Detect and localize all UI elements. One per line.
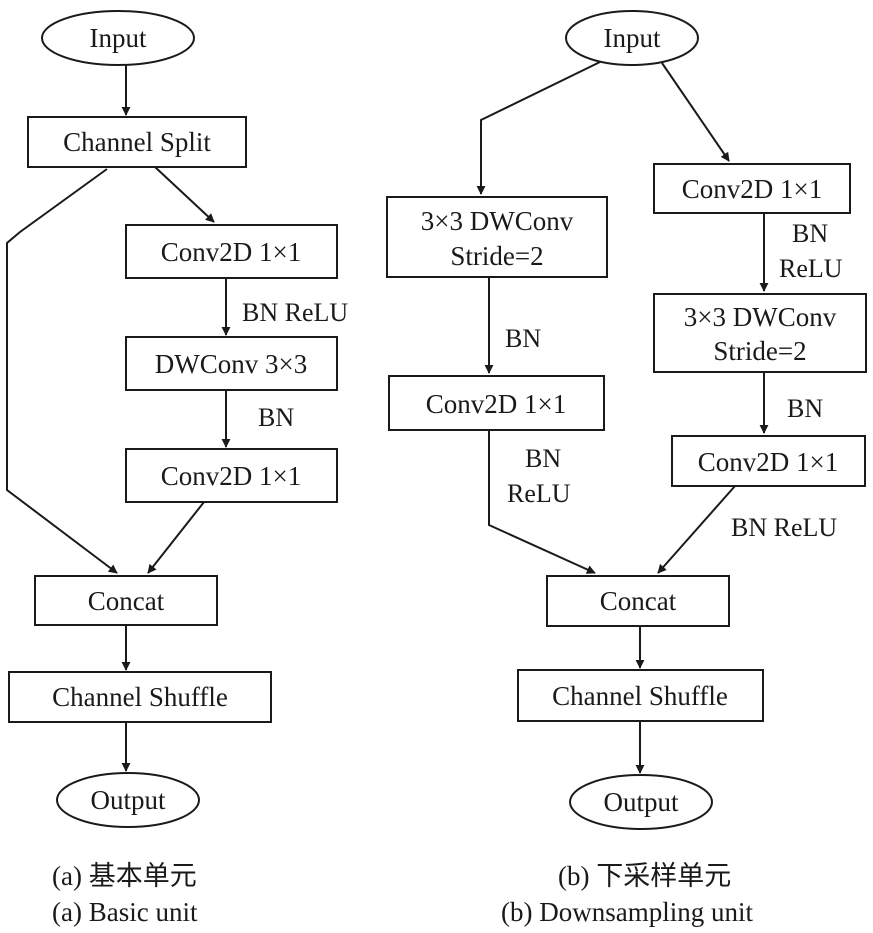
down-right-dwconv-line2: Stride=2 <box>713 336 806 366</box>
basic-concat-node: Concat <box>34 575 218 626</box>
basic-output-node: Output <box>56 772 200 828</box>
down-input-node: Input <box>565 10 699 66</box>
down-left-bn-relu-line2: ReLU <box>507 479 571 508</box>
down-input-label: Input <box>604 23 661 53</box>
downsampling-unit: Input 3×3 DWConv Stride=2 Conv2D 1×1 Con… <box>386 10 867 927</box>
down-edge-left-conv-concat <box>488 430 596 574</box>
down-right-bn-relu-line2: ReLU <box>779 254 843 283</box>
down-edge-right-conv2-concat <box>657 485 736 574</box>
basic-concat-label: Concat <box>88 586 165 616</box>
basic-dwconv-node: DWConv 3×3 <box>125 336 338 391</box>
down-output-label: Output <box>603 787 679 817</box>
down-caption-en: (b) Downsampling unit <box>501 897 753 927</box>
basic-edge-shortcut <box>6 168 118 574</box>
basic-edge-split-conv1 <box>154 166 215 223</box>
down-right-conv2-node: Conv2D 1×1 <box>671 435 866 487</box>
basic-channel-shuffle-node: Channel Shuffle <box>8 671 272 723</box>
down-left-conv-label: Conv2D 1×1 <box>426 389 566 419</box>
down-left-bn-relu-line1: BN <box>525 444 561 473</box>
down-channel-shuffle-node: Channel Shuffle <box>517 669 764 722</box>
down-right-bn-label: BN <box>787 394 823 423</box>
basic-channel-split-label: Channel Split <box>63 127 211 157</box>
down-caption-cn: (b) 下采样单元 <box>558 861 731 891</box>
basic-bn-label: BN <box>258 403 294 432</box>
down-concat-label: Concat <box>600 586 677 616</box>
basic-conv1-node: Conv2D 1×1 <box>125 224 338 279</box>
down-channel-shuffle-label: Channel Shuffle <box>552 681 728 711</box>
down-right-bn-relu-line1: BN <box>792 219 828 248</box>
basic-input-label: Input <box>90 23 147 53</box>
down-right-conv1-label: Conv2D 1×1 <box>682 174 822 204</box>
basic-channel-split-node: Channel Split <box>27 116 247 168</box>
down-left-dwconv-line1: 3×3 DWConv <box>421 206 574 236</box>
basic-unit: Input Channel Split Conv2D 1×1 DWConv 3×… <box>6 10 348 927</box>
basic-input-node: Input <box>41 10 195 66</box>
down-right-dwconv-node: 3×3 DWConv Stride=2 <box>653 293 867 373</box>
down-left-bn-label: BN <box>505 324 541 353</box>
down-right-bn-relu-label: BN ReLU <box>731 513 837 542</box>
down-left-dwconv-node: 3×3 DWConv Stride=2 <box>386 196 608 278</box>
down-edge-input-right <box>661 62 730 162</box>
basic-bn-relu-label: BN ReLU <box>242 298 348 327</box>
down-right-conv2-label: Conv2D 1×1 <box>698 447 838 477</box>
basic-caption-en: (a) Basic unit <box>52 897 198 927</box>
basic-caption-cn: (a) 基本单元 <box>52 861 197 891</box>
down-left-dwconv-line2: Stride=2 <box>450 241 543 271</box>
basic-conv2-label: Conv2D 1×1 <box>161 461 301 491</box>
basic-output-label: Output <box>90 785 166 815</box>
down-right-conv1-node: Conv2D 1×1 <box>653 163 851 214</box>
down-concat-node: Concat <box>546 575 730 627</box>
basic-conv2-node: Conv2D 1×1 <box>125 448 338 503</box>
down-left-conv-node: Conv2D 1×1 <box>388 375 605 431</box>
basic-dwconv-label: DWConv 3×3 <box>155 349 307 379</box>
basic-edge-conv2-concat <box>147 501 205 574</box>
basic-conv1-label: Conv2D 1×1 <box>161 237 301 267</box>
basic-channel-shuffle-label: Channel Shuffle <box>52 682 228 712</box>
down-right-dwconv-line1: 3×3 DWConv <box>684 302 837 332</box>
down-output-node: Output <box>569 774 713 830</box>
down-edge-input-left <box>476 61 601 195</box>
